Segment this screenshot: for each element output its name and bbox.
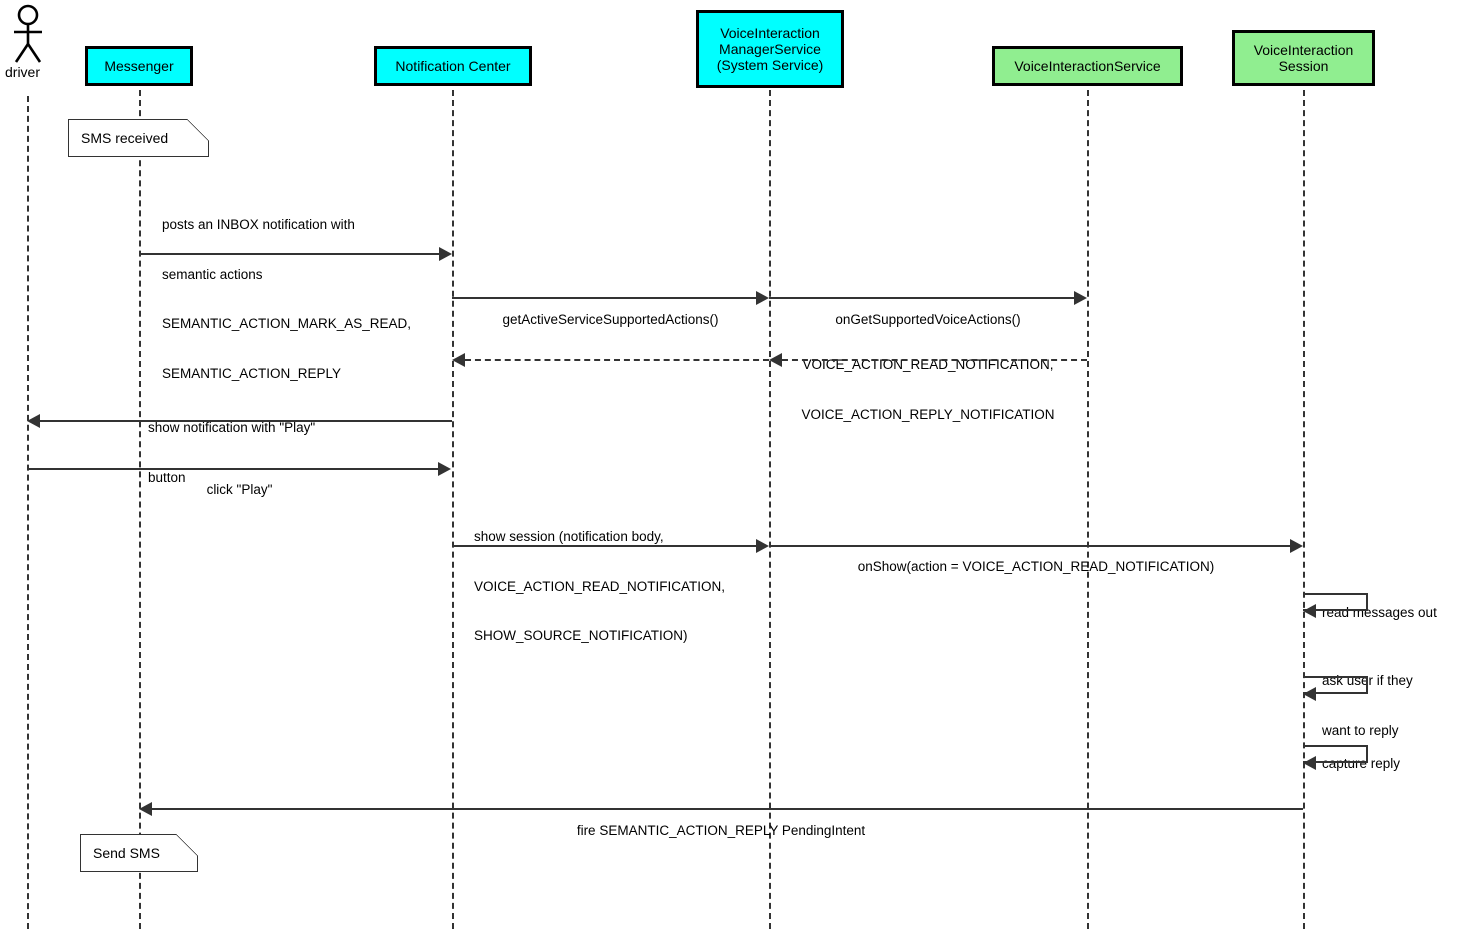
- self-call-arrowhead-m12: [1303, 756, 1316, 770]
- participant-label-vims-line3: (System Service): [716, 57, 824, 73]
- message-arrow-m7: [27, 468, 439, 470]
- message-label-m8-line2: VOICE_ACTION_READ_NOTIFICATION,: [474, 578, 726, 594]
- participant-messenger[interactable]: Messenger: [85, 46, 193, 86]
- stick-figure-icon: [14, 4, 42, 63]
- participant-label-vis: VoiceInteractionService: [1014, 58, 1161, 74]
- message-arrow-m9: [769, 545, 1290, 547]
- participant-label-vims-line1: VoiceInteraction: [720, 25, 820, 41]
- message-arrow-m6: [40, 420, 452, 422]
- message-arrow-m2: [452, 297, 757, 299]
- lifeline-session: [1303, 90, 1305, 929]
- message-arrow-m1: [139, 253, 440, 255]
- message-arrow-m5: [465, 359, 769, 361]
- message-label-m2-line1: getActiveServiceSupportedActions(): [502, 312, 719, 327]
- message-arrowhead-m5: [452, 353, 465, 367]
- actor-label-driver: driver: [5, 64, 41, 80]
- message-label-m6-line1: show notification with "Play": [148, 420, 316, 435]
- message-arrowhead-m8: [756, 539, 769, 553]
- message-label-m1-line2: semantic actions: [162, 266, 263, 282]
- message-arrowhead-m4: [769, 353, 782, 367]
- message-label-m1-line3: SEMANTIC_ACTION_MARK_AS_READ,: [162, 316, 412, 331]
- self-call-box-m11: [1303, 676, 1368, 694]
- participant-vis[interactable]: VoiceInteractionService: [992, 46, 1183, 86]
- participant-vims[interactable]: VoiceInteraction ManagerService (System …: [696, 10, 844, 88]
- message-label-m2: getActiveServiceSupportedActions(): [452, 279, 769, 362]
- self-call-label-m10-line1: read messages out: [1322, 605, 1437, 620]
- message-label-m13: fire SEMANTIC_ACTION_REPLY PendingIntent: [139, 790, 1303, 873]
- message-label-m1-line4: SEMANTIC_ACTION_REPLY: [162, 365, 342, 381]
- message-arrow-m8: [452, 545, 757, 547]
- message-arrow-m3: [769, 297, 1075, 299]
- message-label-m6-line2: button: [148, 469, 186, 485]
- message-label-m4: VOICE_ACTION_READ_NOTIFICATION, VOICE_AC…: [769, 324, 1087, 456]
- message-label-m6: show notification with "Play" button: [148, 387, 315, 519]
- message-label-m1-line1: posts an INBOX notification with: [162, 217, 355, 232]
- lifeline-driver: [27, 96, 29, 929]
- participant-label-session-line1: VoiceInteraction: [1253, 42, 1354, 58]
- message-label-m1: posts an INBOX notification with semanti…: [162, 184, 411, 415]
- message-arrow-m13: [152, 808, 1303, 810]
- message-label-m7: click "Play": [27, 449, 452, 532]
- participant-label-messenger: Messenger: [104, 58, 174, 74]
- participant-label-vims-line2: ManagerService: [719, 41, 821, 57]
- message-label-m3: onGetSupportedVoiceActions(): [769, 279, 1087, 362]
- actor-driver: [4, 4, 52, 64]
- message-label-m3-line1: onGetSupportedVoiceActions(): [835, 312, 1021, 327]
- message-label-m8: show session (notification body, VOICE_A…: [474, 496, 725, 678]
- message-arrowhead-m9: [1290, 539, 1303, 553]
- participant-label-notification-center: Notification Center: [395, 58, 511, 74]
- message-label-m7-line1: click "Play": [206, 482, 273, 497]
- message-label-m9-line1: onShow(action = VOICE_ACTION_READ_NOTIFI…: [857, 559, 1215, 574]
- note-sms-received-text: SMS received: [81, 130, 169, 146]
- message-arrow-m4: [782, 359, 1087, 361]
- note-sms-received: SMS received: [68, 119, 209, 157]
- message-label-m8-line3: SHOW_SOURCE_NOTIFICATION): [474, 628, 688, 643]
- message-arrowhead-m13: [139, 802, 152, 816]
- message-label-m8-line1: show session (notification body,: [474, 529, 664, 544]
- self-call-label-m12-line1: capture reply: [1322, 756, 1401, 771]
- self-call-label-m12: capture reply: [1322, 723, 1400, 806]
- note-fold-icon-2: [176, 834, 198, 856]
- lifeline-vis: [1087, 90, 1089, 929]
- self-call-box-m12: [1303, 745, 1368, 763]
- message-arrowhead-m2: [756, 291, 769, 305]
- self-call-box-m10: [1303, 593, 1368, 611]
- self-call-label-m11-line2: want to reply: [1322, 722, 1399, 738]
- participant-notification-center[interactable]: Notification Center: [374, 46, 532, 86]
- self-call-arrowhead-m10: [1303, 604, 1316, 618]
- note-send-sms-text: Send SMS: [93, 845, 160, 861]
- self-call-label-m10: read messages out: [1322, 572, 1437, 655]
- lifeline-notification-center: [452, 90, 454, 929]
- self-call-arrowhead-m11: [1303, 687, 1316, 701]
- message-arrowhead-m1: [439, 247, 452, 261]
- participant-label-session-line2: Session: [1278, 58, 1329, 74]
- message-label-m13-line1: fire SEMANTIC_ACTION_REPLY PendingIntent: [576, 823, 866, 838]
- message-arrowhead-m7: [438, 462, 451, 476]
- participant-session[interactable]: VoiceInteraction Session: [1232, 30, 1375, 86]
- note-fold-icon: [187, 119, 209, 141]
- message-arrowhead-m6: [27, 414, 40, 428]
- message-arrowhead-m3: [1074, 291, 1087, 305]
- lifeline-vims: [769, 90, 771, 929]
- note-send-sms: Send SMS: [80, 834, 198, 872]
- message-label-m4-line2: VOICE_ACTION_REPLY_NOTIFICATION: [801, 406, 1055, 422]
- lifeline-messenger: [139, 90, 141, 929]
- message-label-m9: onShow(action = VOICE_ACTION_READ_NOTIFI…: [769, 526, 1303, 609]
